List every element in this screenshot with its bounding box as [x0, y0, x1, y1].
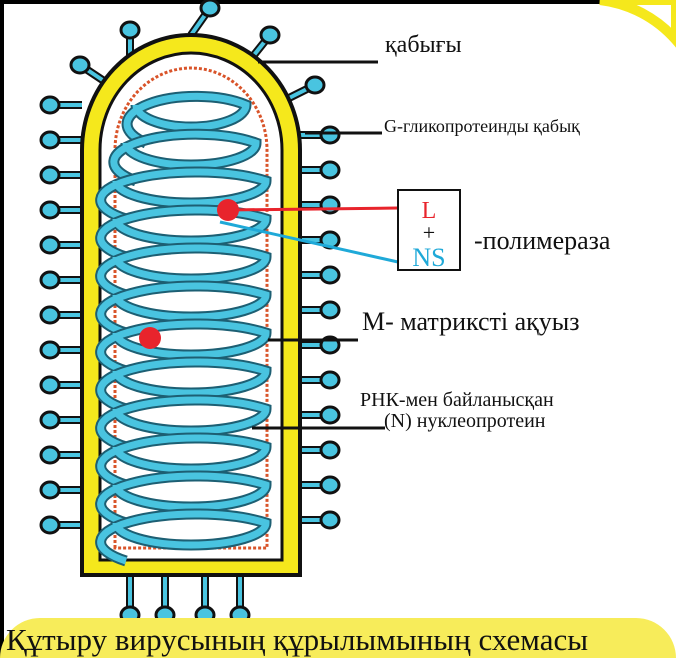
helix-coil [95, 432, 272, 491]
diagram-title: Құтыру вирусының құрылымының схемасы [6, 622, 589, 657]
glycoprotein-spike [39, 410, 82, 430]
helix-coil [95, 356, 272, 415]
glycoprotein-spike [300, 160, 341, 180]
glycoprotein-spike [283, 75, 326, 104]
nucleoprotein-helix [95, 90, 272, 567]
helix-coil [95, 280, 272, 339]
polymerase-dot [217, 199, 239, 221]
glycoprotein-spike [154, 575, 176, 625]
glycoprotein-spike [300, 195, 341, 215]
polymerase-ns: NS [412, 243, 445, 272]
glycoprotein-spike [187, 0, 221, 38]
glycoprotein-spike [300, 405, 341, 425]
glycoprotein-spike [119, 575, 141, 625]
helix-coil [95, 318, 272, 377]
glycoprotein-label: G-гликопротеинды қабық [384, 116, 580, 136]
helix-coil [95, 204, 272, 263]
glycoprotein-spike [300, 510, 341, 530]
glycoprotein-spike [194, 575, 216, 625]
matrix-label: М- матриксті ақуыз [362, 307, 580, 336]
glycoprotein-spikes [39, 0, 341, 625]
glycoprotein-spike [300, 440, 341, 460]
nucleoprotein-label-1: РНК-мен байланысқан [360, 389, 554, 411]
glycoprotein-spike [39, 95, 82, 115]
polymerase-box [397, 189, 461, 271]
glycoprotein-spike [39, 130, 82, 150]
helix-coil [95, 242, 272, 301]
glycoprotein-spike [39, 235, 82, 255]
helix-coil [95, 470, 272, 529]
matrix-protein-layer [113, 66, 269, 550]
envelope-label: қабығы [385, 32, 462, 58]
glycoprotein-spike [39, 515, 82, 535]
helix-coil [108, 128, 262, 187]
glycoprotein-spike [39, 305, 82, 325]
helix-coil [95, 394, 272, 453]
polymerase-plus: + [423, 220, 435, 245]
glycoprotein-spike [229, 575, 251, 625]
glycoprotein-spike [39, 480, 82, 500]
polymerase-l: L [422, 198, 437, 224]
glycoprotein-spike [300, 300, 341, 320]
nucleoprotein-label-2: (N) нуклеопротеин [384, 410, 546, 432]
ns-pointer-line [219, 220, 399, 264]
glycoprotein-spike [39, 375, 82, 395]
glycoprotein-spike [300, 265, 341, 285]
helix-coil [95, 508, 272, 567]
glycoprotein-spike [300, 475, 341, 495]
helix-coil [95, 166, 272, 225]
l-pointer-line [227, 206, 399, 212]
glycoprotein-spike [39, 340, 82, 360]
title-banner: Құтыру вирусының құрылымының схемасы [0, 618, 676, 658]
polymerase-label: -полимераза [474, 226, 611, 255]
glycoprotein-spike [300, 370, 341, 390]
background-arc [599, 0, 676, 48]
glycoprotein-spike [39, 165, 82, 185]
glycoprotein-spike [39, 445, 82, 465]
polymerase-dot [139, 327, 161, 349]
helix-coil [121, 90, 252, 149]
glycoprotein-spike [39, 200, 82, 220]
glycoprotein-spike [39, 270, 82, 290]
glycoprotein-spike [300, 125, 341, 145]
